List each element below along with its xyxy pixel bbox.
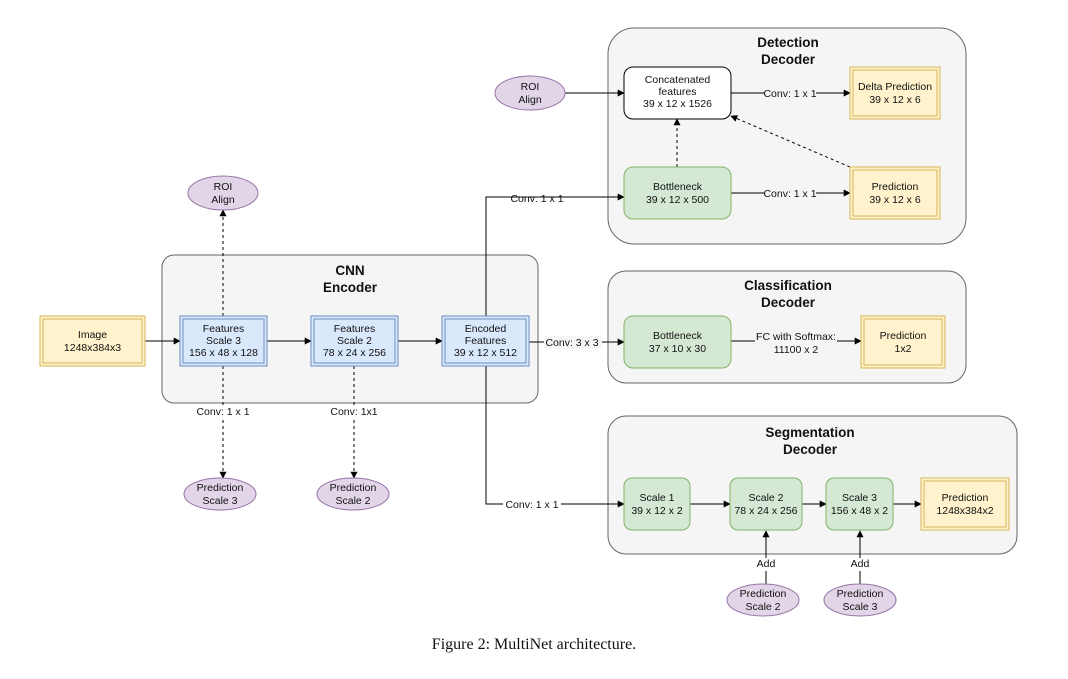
label-conv-to-detection: Conv: 1 x 1 [510, 193, 563, 205]
node-seg-scale2: Scale 2 78 x 24 x 256 [729, 477, 803, 531]
node-det-bottleneck-line1: Bottleneck [653, 181, 703, 193]
node-prediction-scale3-encoder-line2: Scale 3 [202, 495, 237, 507]
node-cls-prediction-line1: Prediction [880, 330, 927, 342]
label-conv-scale2: Conv: 1x1 [330, 406, 377, 418]
label-conv-to-segmentation: Conv: 1 x 1 [505, 499, 558, 511]
node-cls-prediction: Prediction 1x2 [860, 315, 946, 369]
node-roi-align-encoder-line1: ROI [214, 181, 233, 193]
label-conv-to-classification: Conv: 3 x 3 [545, 337, 598, 349]
node-prediction-scale3-encoder-line1: Prediction [197, 482, 244, 494]
node-delta-prediction-line2: 39 x 12 x 6 [869, 94, 921, 106]
node-image-line1: Image [78, 329, 107, 341]
cnn-encoder-title-line1: CNN [335, 263, 364, 278]
node-roi-align-detection: ROI Align [494, 75, 566, 111]
node-det-bottleneck: Bottleneck 39 x 12 x 500 [623, 166, 732, 220]
node-roi-align-encoder: ROI Align [187, 175, 259, 211]
node-prediction-scale2-encoder-line1: Prediction [330, 482, 377, 494]
node-seg-scale3-line2: 156 x 48 x 2 [831, 505, 888, 517]
node-seg-scale1-line1: Scale 1 [639, 492, 674, 504]
node-cls-prediction-line2: 1x2 [895, 343, 912, 355]
node-features-scale3-line3: 156 x 48 x 128 [189, 347, 258, 359]
node-det-prediction: Prediction 39 x 12 x 6 [849, 166, 941, 220]
node-prediction-scale3-seg: Prediction Scale 3 [823, 583, 897, 617]
label-det-concat-conv: Conv: 1 x 1 [763, 88, 816, 100]
node-det-prediction-line2: 39 x 12 x 6 [869, 194, 921, 206]
node-features-scale2-line3: 78 x 24 x 256 [323, 347, 386, 359]
detection-decoder-title-line1: Detection [757, 35, 819, 50]
node-seg-scale2-line2: 78 x 24 x 256 [734, 505, 797, 517]
node-delta-prediction: Delta Prediction 39 x 12 x 6 [849, 66, 941, 120]
label-cls-fc-line2: 11100 x 2 [774, 344, 819, 356]
node-prediction-scale2-encoder: Prediction Scale 2 [316, 477, 390, 511]
node-features-scale3-line2: Scale 3 [206, 335, 241, 347]
label-det-bottleneck-conv: Conv: 1 x 1 [763, 188, 816, 200]
node-prediction-scale2-seg-line2: Scale 2 [745, 601, 780, 613]
node-seg-scale2-line1: Scale 2 [748, 492, 783, 504]
node-prediction-scale2-seg: Prediction Scale 2 [726, 583, 800, 617]
node-image: Image 1248x384x3 [39, 315, 146, 367]
node-prediction-scale2-encoder-line2: Scale 2 [335, 495, 370, 507]
edge-encoded-to-detection [485, 193, 625, 316]
segmentation-decoder-group: Segmentation Decoder [607, 415, 1018, 555]
node-concatenated-features: Concatenated features 39 x 12 x 1526 [623, 66, 732, 120]
node-prediction-scale3-seg-line2: Scale 3 [842, 601, 877, 613]
node-features-scale3: Features Scale 3 156 x 48 x 128 [179, 315, 268, 367]
classification-decoder-title-line2: Decoder [761, 295, 816, 310]
node-roi-align-detection-line1: ROI [521, 81, 540, 93]
node-roi-align-detection-line2: Align [518, 94, 542, 106]
node-roi-align-encoder-line2: Align [211, 194, 235, 206]
cnn-encoder-title-line2: Encoder [323, 280, 378, 295]
node-delta-prediction-line1: Delta Prediction [858, 81, 932, 93]
node-cls-bottleneck-line1: Bottleneck [653, 330, 703, 342]
node-image-line2: 1248x384x3 [64, 342, 121, 354]
figure-caption: Figure 2: MultiNet architecture. [431, 636, 637, 653]
node-concatenated-features-line3: 39 x 12 x 1526 [643, 98, 712, 110]
node-seg-prediction-line2: 1248x384x2 [936, 505, 993, 517]
node-seg-prediction-line1: Prediction [942, 492, 989, 504]
node-prediction-scale2-seg-line1: Prediction [740, 588, 787, 600]
node-concatenated-features-line2: features [659, 86, 697, 98]
node-prediction-scale3-seg-line1: Prediction [837, 588, 884, 600]
node-encoded-features-line1: Encoded [465, 323, 507, 335]
label-conv-scale3: Conv: 1 x 1 [196, 406, 249, 418]
node-features-scale2-line2: Scale 2 [337, 335, 372, 347]
label-seg-add-scale3: Add [851, 558, 870, 570]
node-seg-scale3-line1: Scale 3 [842, 492, 877, 504]
node-encoded-features-line2: Features [465, 335, 506, 347]
edge-encoded-to-segmentation [485, 366, 625, 508]
node-seg-scale1: Scale 1 39 x 12 x 2 [623, 477, 691, 531]
node-features-scale3-line1: Features [203, 323, 244, 335]
node-det-prediction-line1: Prediction [872, 181, 919, 193]
node-prediction-scale3-encoder: Prediction Scale 3 [183, 477, 257, 511]
node-det-bottleneck-line2: 39 x 12 x 500 [646, 194, 709, 206]
detection-decoder-title-line2: Decoder [761, 52, 816, 67]
node-cls-bottleneck: Bottleneck 37 x 10 x 30 [623, 315, 732, 369]
label-seg-add-scale2: Add [757, 558, 776, 570]
segmentation-decoder-title-line1: Segmentation [765, 425, 854, 440]
node-features-scale2: Features Scale 2 78 x 24 x 256 [310, 315, 399, 367]
classification-decoder-title-line1: Classification [744, 278, 832, 293]
node-encoded-features: Encoded Features 39 x 12 x 512 [441, 315, 530, 367]
node-seg-prediction: Prediction 1248x384x2 [920, 477, 1010, 531]
node-seg-scale1-line2: 39 x 12 x 2 [631, 505, 683, 517]
node-features-scale2-line1: Features [334, 323, 375, 335]
node-seg-scale3: Scale 3 156 x 48 x 2 [825, 477, 894, 531]
label-cls-fc-line1: FC with Softmax: [756, 331, 836, 343]
edge-labels: Conv: 1 x 1 Conv: 1x1 Conv: 1 x 1 Conv: … [192, 87, 872, 571]
node-cls-bottleneck-line2: 37 x 10 x 30 [649, 343, 706, 355]
node-concatenated-features-line1: Concatenated [645, 74, 711, 86]
segmentation-decoder-title-line2: Decoder [783, 442, 838, 457]
node-encoded-features-line3: 39 x 12 x 512 [454, 347, 517, 359]
